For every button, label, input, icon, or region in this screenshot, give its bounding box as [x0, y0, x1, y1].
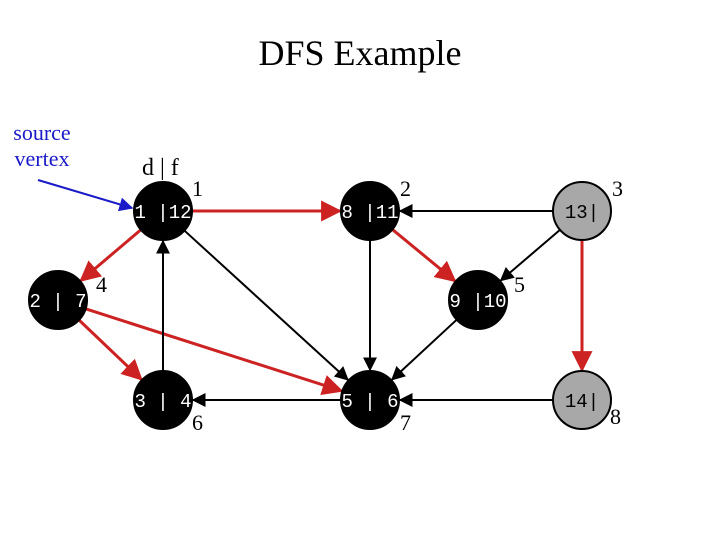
- vertex-circle: [448, 270, 508, 330]
- vertex-c: 13|: [552, 181, 612, 241]
- nodes: 1 |12 8 |11 13| 2 | 7 9 |10 3 | 4 5 | 6 14|: [28, 181, 612, 430]
- step-number: 5: [514, 272, 525, 297]
- edge-b-e: [391, 228, 457, 283]
- vertex-label: 3 | 4: [134, 391, 191, 413]
- step-numbers: 1 2 3 4 5 6 7 8: [96, 176, 623, 435]
- vertex-circle: [552, 370, 612, 430]
- vertex-label: 13|: [565, 202, 599, 224]
- edge-c-e: [499, 229, 561, 282]
- vertex-h: 14|: [552, 370, 612, 430]
- slide-title: DFS Example: [258, 33, 462, 73]
- step-number: 8: [610, 404, 621, 429]
- source-vertex-label: source vertex: [2, 120, 82, 172]
- source-label-line1: source: [13, 120, 71, 145]
- edge-d-g: [85, 307, 344, 396]
- vertex-circle: [340, 181, 400, 241]
- vertex-circle: [340, 370, 400, 430]
- vertex-e: 9 |10: [448, 270, 508, 330]
- vertex-label: 14|: [565, 391, 599, 413]
- edge-d-f: [77, 318, 143, 381]
- vertex-circle: [133, 370, 193, 430]
- step-number: 7: [400, 410, 411, 435]
- edge-e-g: [390, 318, 458, 381]
- step-number: 4: [96, 272, 107, 297]
- vertex-label: 8 |11: [341, 202, 398, 224]
- vertex-circle: [133, 181, 193, 241]
- vertex-d: 2 | 7: [28, 270, 88, 330]
- vertex-f: 3 | 4: [133, 370, 193, 430]
- edges: [77, 200, 593, 407]
- source-pointer-arrow: [37, 179, 134, 212]
- vertex-b: 8 |11: [340, 181, 400, 241]
- source-label-line2: vertex: [14, 146, 70, 171]
- step-number: 2: [400, 176, 411, 201]
- vertex-label: 2 | 7: [29, 291, 86, 313]
- step-number: 3: [612, 176, 623, 201]
- vertex-circle: [28, 270, 88, 330]
- vertex-label: 1 |12: [134, 202, 191, 224]
- step-number: 6: [192, 410, 203, 435]
- step-number: 1: [192, 176, 203, 201]
- vertex-a: 1 |12: [133, 181, 193, 241]
- vertex-label: 5 | 6: [341, 391, 398, 413]
- edge-a-g: [183, 229, 349, 381]
- vertex-circle: [552, 181, 612, 241]
- vertex-g: 5 | 6: [340, 370, 400, 430]
- discovery-finish-label: d | f: [142, 155, 179, 181]
- vertex-label: 9 |10: [449, 291, 506, 313]
- edge-a-d: [79, 228, 142, 282]
